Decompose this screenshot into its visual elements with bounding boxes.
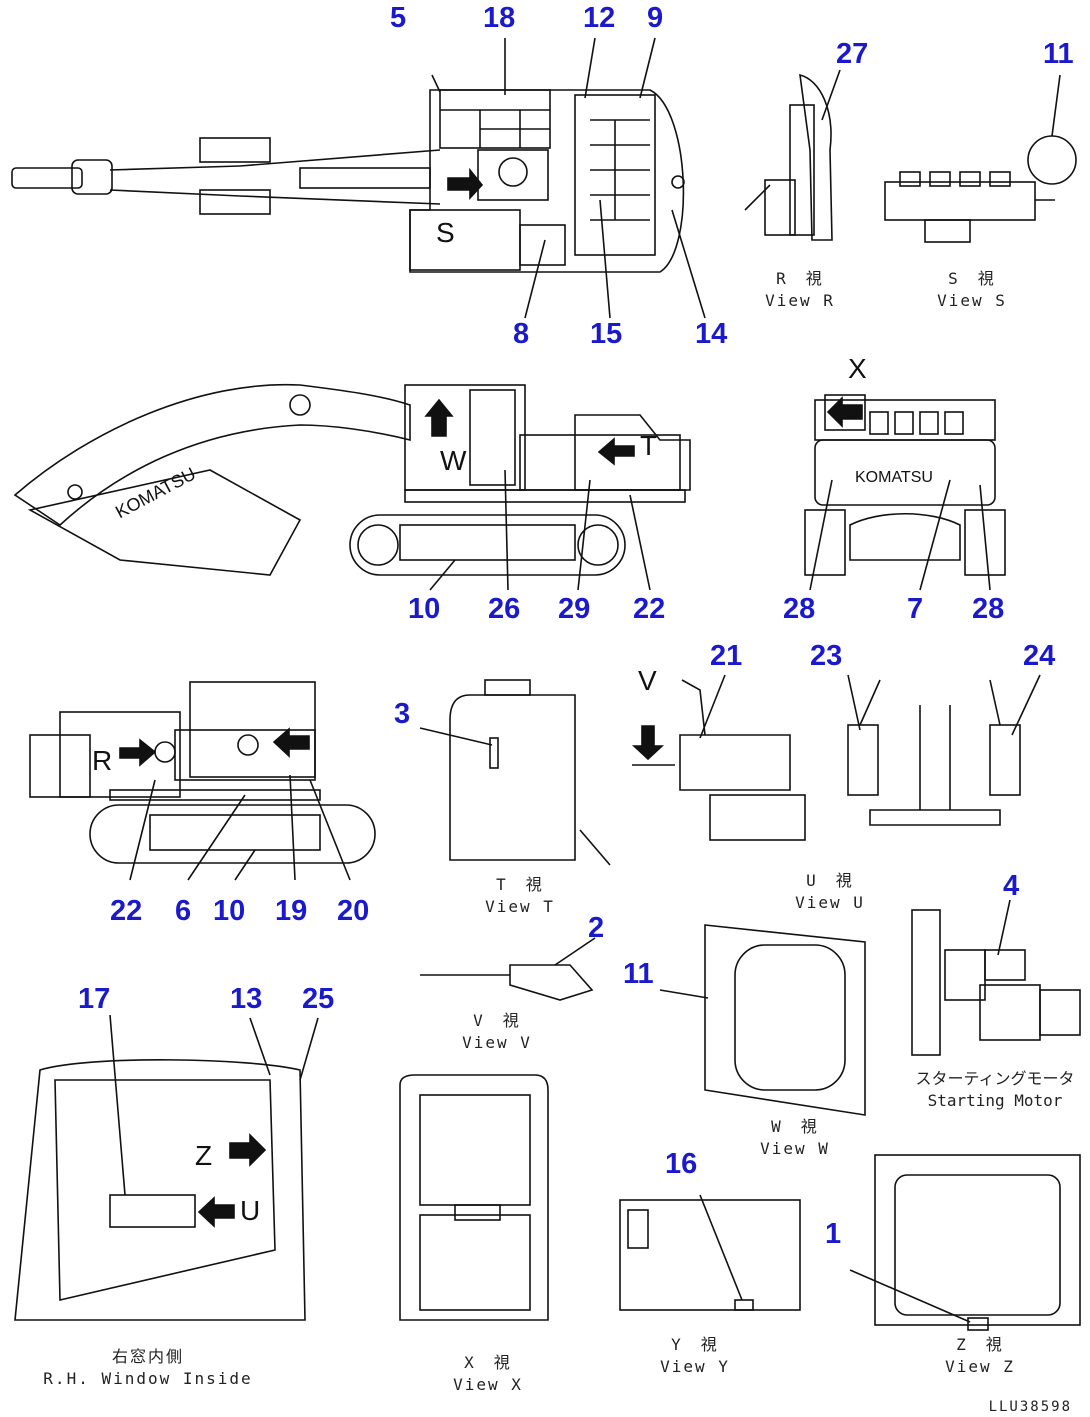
callout-4: 4 (1003, 870, 1020, 902)
top-view (11, 37, 706, 319)
starting-motor-drawing (911, 899, 1081, 1056)
caption-view-w: W 視 View W (745, 1116, 845, 1160)
letter-t: T (640, 430, 657, 461)
caption-view-z-en: View Z (945, 1357, 1015, 1376)
caption-view-z-jp: Z 視 (956, 1335, 1004, 1354)
callout-1: 1 (825, 1218, 842, 1250)
letter-s: S (436, 217, 455, 248)
view-r-drawing (744, 69, 841, 241)
caption-view-v-en: View V (462, 1033, 532, 1052)
callout-21: 21 (710, 640, 743, 672)
brand-rear: KOMATSU (855, 469, 933, 486)
callout-7: 7 (907, 593, 924, 625)
rear-view (804, 394, 1006, 591)
callout-18: 18 (483, 2, 516, 34)
callout-17: 17 (78, 983, 111, 1015)
callout-15: 15 (590, 318, 623, 350)
view-s-drawing (884, 74, 1077, 243)
caption-view-t-jp: T 視 (496, 875, 544, 894)
side-view (13, 383, 691, 591)
view-v-drawing (420, 937, 596, 1001)
view-w-drawing (659, 924, 866, 1116)
view-y-drawing (619, 1194, 801, 1311)
callout-11: 11 (623, 958, 654, 990)
callout-14: 14 (695, 318, 728, 350)
view-x-drawing (399, 1074, 549, 1321)
drawing-code: LLU38598 (988, 1399, 1072, 1415)
caption-view-t: T 視 View T (470, 874, 570, 918)
callout-10: 10 (408, 593, 441, 625)
letter-x: X (848, 353, 867, 384)
caption-starting-motor-jp: スターティングモータ (915, 1069, 1075, 1088)
letter-z: Z (195, 1140, 212, 1171)
callout-11: 11 (1043, 38, 1074, 70)
caption-view-y: Y 視 View Y (645, 1334, 745, 1378)
view-u-drawing (631, 674, 806, 841)
caption-view-v: V 視 View V (447, 1010, 547, 1054)
rh-window-drawing (14, 1014, 319, 1321)
callout-25: 25 (302, 983, 335, 1015)
caption-view-s-en: View S (937, 291, 1007, 310)
caption-rh-window-en: R.H. Window Inside (43, 1369, 253, 1388)
callout-13: 13 (230, 983, 263, 1015)
caption-view-y-en: View Y (660, 1357, 730, 1376)
letter-v: V (638, 665, 657, 696)
letter-w: W (440, 445, 467, 476)
caption-view-x-jp: X 視 (464, 1353, 512, 1372)
letter-r: R (92, 745, 112, 776)
caption-view-u: U 視 View U (780, 870, 880, 914)
callout-9: 9 (647, 2, 664, 34)
callout-10: 10 (213, 895, 246, 927)
callout-19: 19 (275, 895, 308, 927)
callout-22: 22 (110, 895, 143, 927)
callout-20: 20 (337, 895, 370, 927)
callout-5: 5 (390, 2, 407, 34)
caption-view-x: X 視 View X (438, 1352, 538, 1396)
callout-27: 27 (836, 38, 869, 70)
callout-6: 6 (175, 895, 192, 927)
caption-view-r: R 視 View R (750, 268, 850, 312)
callout-3: 3 (394, 698, 411, 730)
caption-view-y-jp: Y 視 (671, 1335, 719, 1354)
callout-22: 22 (633, 593, 666, 625)
callout-28: 28 (972, 593, 1005, 625)
caption-view-u-jp: U 視 (806, 871, 854, 890)
callout-16: 16 (665, 1148, 698, 1180)
callout-8: 8 (513, 318, 530, 350)
caption-view-s: S 視 View S (922, 268, 1022, 312)
caption-rh-window: 右窓内側 R.H. Window Inside (28, 1346, 268, 1390)
callout-12: 12 (583, 2, 616, 34)
caption-starting-motor: スターティングモータ Starting Motor (905, 1068, 1085, 1112)
callout-29: 29 (558, 593, 591, 625)
caption-view-w-en: View W (760, 1139, 830, 1158)
caption-view-s-jp: S 視 (948, 269, 996, 288)
caption-view-z: Z 視 View Z (930, 1334, 1030, 1378)
levers-drawing (847, 674, 1041, 826)
caption-view-u-en: View U (795, 893, 865, 912)
letter-u: U (240, 1195, 260, 1226)
caption-view-t-en: View T (485, 897, 555, 916)
callout-2: 2 (588, 912, 605, 944)
callout-26: 26 (488, 593, 521, 625)
caption-view-r-jp: R 視 (776, 269, 824, 288)
caption-starting-motor-en: Starting Motor (927, 1091, 1063, 1110)
view-t-drawing (419, 679, 611, 866)
caption-view-w-jp: W 視 (771, 1117, 819, 1136)
callout-28: 28 (783, 593, 816, 625)
view-z-drawing (849, 1154, 1081, 1331)
brand-side: KOMATSU (112, 463, 199, 522)
side-view-right (29, 681, 376, 881)
caption-view-r-en: View R (765, 291, 835, 310)
caption-rh-window-jp: 右窓内側 (111, 1347, 184, 1366)
callout-23: 23 (810, 640, 843, 672)
callout-24: 24 (1023, 640, 1056, 672)
caption-view-v-jp: V 視 (473, 1011, 521, 1030)
caption-view-x-en: View X (453, 1375, 523, 1394)
